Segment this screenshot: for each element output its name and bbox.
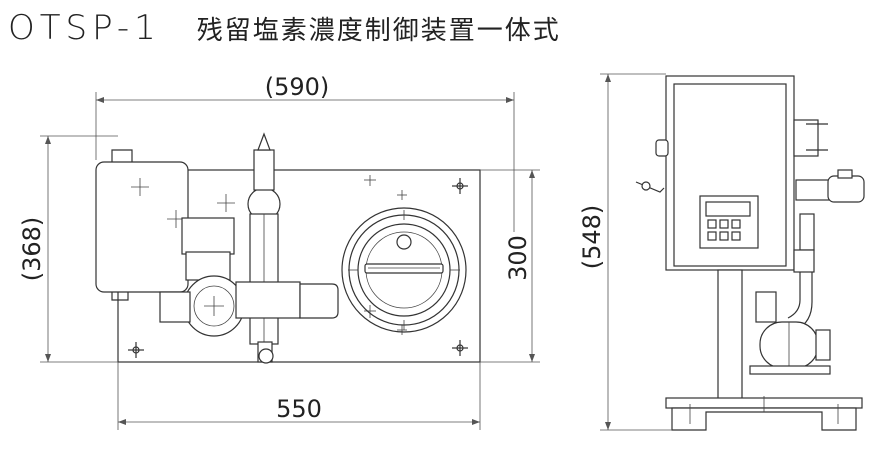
- tank-top: [341, 207, 467, 333]
- dim-base-depth: [480, 169, 540, 363]
- dim-base-width: [117, 362, 481, 430]
- top-view: (590) 550 (368) 300: [18, 73, 540, 430]
- dim-height: [600, 73, 672, 431]
- side-view: (548): [578, 73, 865, 431]
- center-marks: [364, 175, 407, 335]
- controller-panel: [699, 195, 759, 249]
- title-block: OTSP-1 残留塩素濃度制御装置一体式: [8, 6, 561, 50]
- model-name: 残留塩素濃度制御装置一体式: [196, 15, 561, 46]
- mounting-hole: [452, 178, 468, 194]
- label-base-width: 550: [276, 395, 322, 423]
- mounting-holes: [128, 178, 468, 358]
- label-height: (548): [578, 205, 606, 270]
- label-overall-width: (590): [265, 73, 330, 101]
- mounting-hole: [452, 340, 468, 356]
- side-piping: [787, 119, 865, 331]
- dim-overall-depth: [40, 135, 118, 363]
- column: [717, 269, 743, 401]
- pump-assembly-top: [159, 132, 339, 364]
- pump-motor-side: [749, 291, 831, 375]
- label-base-depth: 300: [504, 235, 532, 281]
- control-box-top: [95, 149, 189, 301]
- mounting-hole: [128, 342, 144, 358]
- dim-overall-width: [95, 92, 515, 232]
- label-overall-depth: (368): [18, 217, 46, 282]
- model-code: OTSP-1: [8, 8, 161, 48]
- base-side: [665, 396, 863, 431]
